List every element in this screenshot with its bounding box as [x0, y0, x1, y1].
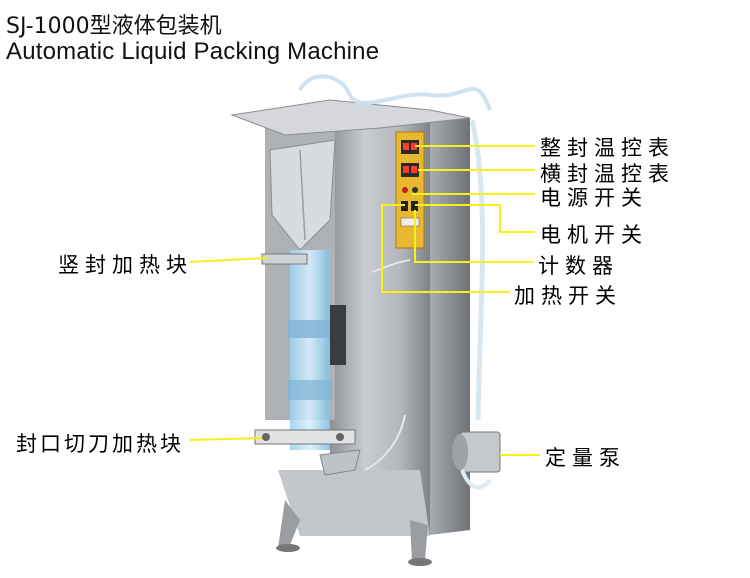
label-metering-pump: 定量泵	[545, 446, 626, 470]
leader-counter	[414, 210, 533, 263]
label-heating-switch: 加热开关	[514, 284, 622, 308]
label-counter: 计数器	[538, 254, 619, 278]
label-horizontal-seal-temp-controller: 横封温控表	[540, 162, 675, 186]
label-seal-cutter-heater: 封口切刀加热块	[16, 432, 184, 456]
model-title-cn: SJ-1000型液体包装机	[6, 14, 222, 39]
leader-vertical-seal	[189, 257, 269, 263]
label-power-switch: 电源开关	[540, 186, 648, 210]
leader-seal-cutter	[189, 437, 263, 441]
label-vertical-seal-heater: 竖封加热块	[58, 253, 193, 277]
leader-motor-switch	[415, 204, 535, 233]
label-motor-switch: 电机开关	[540, 223, 648, 247]
leader-lines	[189, 145, 540, 456]
leader-heating-switch	[381, 204, 510, 293]
label-shaping-seal-temp-controller: 整封温控表	[540, 136, 675, 160]
machine-body	[230, 74, 501, 566]
title-english: Automatic Liquid Packing Machine	[6, 38, 380, 65]
